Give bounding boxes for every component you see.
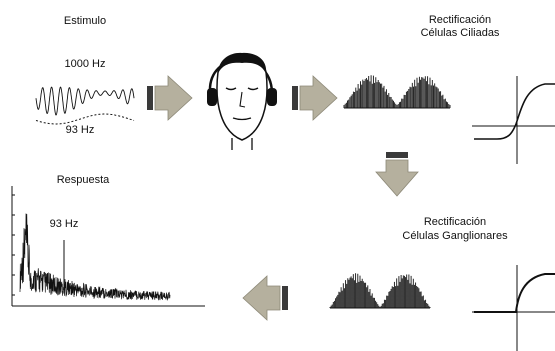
stimulus-high-frequency-label: 1000 Hz (64, 58, 106, 70)
hair-cell-rectified-waveform (343, 75, 451, 109)
hair-cells-title-line2: Células Ciliadas (420, 27, 500, 39)
head-with-headphones-icon (207, 52, 277, 150)
hair-cell-transfer-function (472, 76, 555, 164)
arrow-right-icon (147, 75, 193, 121)
hair-cells-title-line1: Rectificación (428, 14, 492, 26)
ganglion-title-line2: Células Ganglionares (402, 230, 508, 242)
arrow-right-icon (292, 75, 338, 121)
stimulus-low-frequency-label: 93 Hz (65, 124, 95, 136)
stimulus-waveform (35, 86, 135, 125)
response-peak-label: 93 Hz (49, 218, 79, 230)
stimulus-title: Estimulo (63, 15, 107, 27)
ganglion-rectified-waveform (329, 273, 431, 309)
ganglion-transfer-function (472, 265, 555, 351)
response-spectrum (11, 186, 205, 307)
ganglion-title-line1: Rectificación (423, 216, 487, 228)
response-title: Respuesta (56, 174, 110, 186)
arrow-down-icon (375, 152, 419, 197)
arrow-left-icon (242, 275, 288, 321)
